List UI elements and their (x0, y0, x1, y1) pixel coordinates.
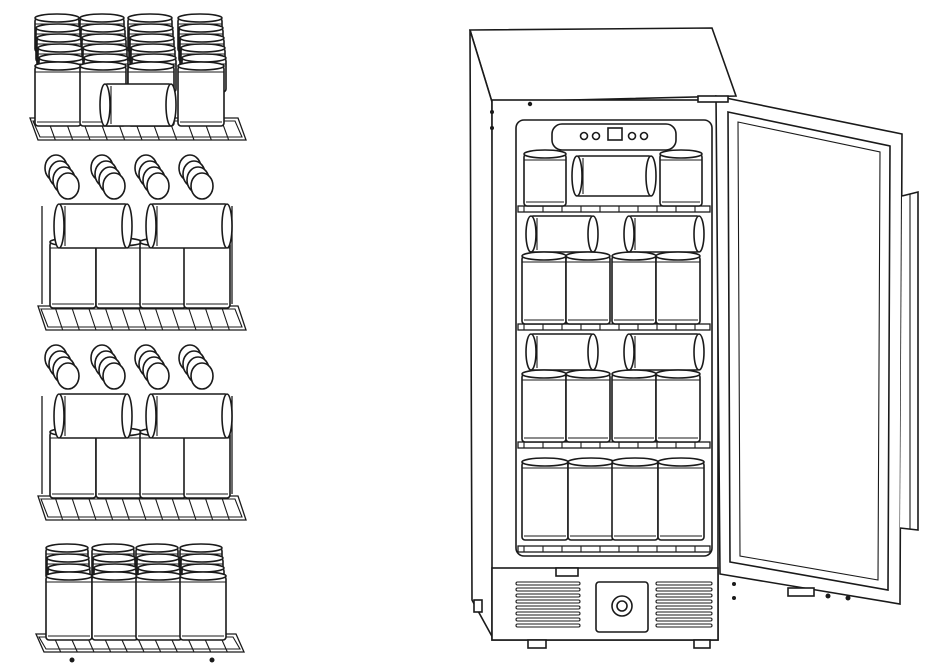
lid-stack (44, 154, 80, 200)
upright-can (567, 457, 615, 541)
upright-can (521, 369, 567, 443)
lying-can (525, 333, 599, 371)
lying-can (623, 333, 705, 371)
vent-grille (491, 567, 719, 641)
shelf-loading-illustrations (29, 13, 247, 663)
lying-can (145, 393, 233, 439)
upright-can (177, 61, 225, 127)
cabinet-foot (473, 599, 483, 613)
shelf-3 (37, 344, 247, 521)
door-handle (899, 190, 919, 531)
door-hinge (697, 95, 729, 103)
upright-can (34, 61, 82, 127)
lid-stack (134, 344, 170, 390)
upright-can (655, 251, 701, 325)
lid-stack (44, 344, 80, 390)
upright-can (657, 457, 705, 541)
wire-rack (37, 305, 247, 331)
open-door (697, 95, 919, 605)
upright-can (655, 369, 701, 443)
shelf-2 (37, 154, 247, 331)
lying-can (571, 155, 657, 197)
lid-stack (90, 154, 126, 200)
upright-can (611, 457, 659, 541)
lying-can (53, 393, 133, 439)
upright-can (659, 149, 703, 207)
lying-can (145, 203, 233, 249)
interior-shelf (517, 205, 711, 213)
door-glass (737, 121, 881, 581)
upright-can (611, 251, 657, 325)
upright-can (523, 149, 567, 207)
upright-can (565, 369, 611, 443)
upright-can (45, 571, 93, 641)
lid-stack (178, 154, 214, 200)
upright-can (135, 571, 183, 641)
upright-can (91, 571, 139, 641)
upright-can (611, 369, 657, 443)
cabinet-foot (693, 639, 711, 649)
cabinet-foot (527, 639, 547, 649)
lid-stack (90, 344, 126, 390)
beverage-cooler-illustration (468, 27, 919, 649)
lying-can (623, 215, 705, 253)
lid-stack (134, 154, 170, 200)
lying-can (53, 203, 133, 249)
upright-can (521, 457, 569, 541)
door-glass-frame (727, 111, 891, 591)
upright-can (179, 571, 227, 641)
lying-can (525, 215, 599, 253)
lying-can (99, 83, 177, 127)
shelf-4 (34, 543, 246, 663)
shelf-1 (29, 13, 247, 141)
cabinet-side (469, 29, 495, 641)
lid-stack (178, 344, 214, 390)
wire-rack (37, 495, 247, 521)
interior-shelf (517, 545, 711, 553)
upright-can (565, 251, 611, 325)
upright-can (521, 251, 567, 325)
cabinet (468, 27, 919, 649)
cabinet-top (468, 27, 738, 103)
control-panel (551, 123, 677, 151)
door-hinge (787, 587, 815, 597)
